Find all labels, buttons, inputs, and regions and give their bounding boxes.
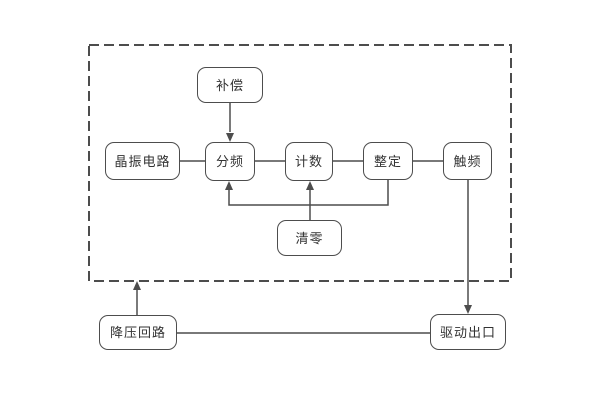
arrowhead-into-boundary xyxy=(133,281,141,290)
node-crystal-oscillator-label: 晶振电路 xyxy=(114,153,171,169)
edge-setting-divider-feedback xyxy=(228,180,389,206)
node-crystal-oscillator: 晶振电路 xyxy=(105,142,180,180)
node-compensation: 补偿 xyxy=(197,67,263,103)
node-setting-label: 整定 xyxy=(373,153,402,169)
node-drive-output: 驱动出口 xyxy=(430,314,506,350)
node-frequency-divider: 分频 xyxy=(205,142,255,181)
dashed-boundary xyxy=(88,44,512,282)
node-trigger-label: 触频 xyxy=(453,153,482,169)
node-compensation-label: 补偿 xyxy=(215,77,244,93)
node-reset-label: 清零 xyxy=(295,230,324,246)
node-counter: 计数 xyxy=(285,142,333,181)
node-trigger: 触频 xyxy=(443,142,492,180)
arrowhead-into-divider-top xyxy=(226,133,234,142)
node-stepdown-loop-label: 降压回路 xyxy=(109,325,166,340)
node-counter-label: 计数 xyxy=(294,154,323,169)
node-reset: 清零 xyxy=(277,220,342,256)
arrowhead-into-divider-bottom xyxy=(225,181,233,190)
node-frequency-divider-label: 分频 xyxy=(215,154,244,169)
node-stepdown-loop: 降压回路 xyxy=(99,315,177,350)
node-setting: 整定 xyxy=(363,142,413,180)
node-drive-output-label: 驱动出口 xyxy=(439,324,496,340)
arrowhead-into-drive-top xyxy=(464,305,472,314)
arrowhead-into-counter-bottom xyxy=(306,181,314,190)
